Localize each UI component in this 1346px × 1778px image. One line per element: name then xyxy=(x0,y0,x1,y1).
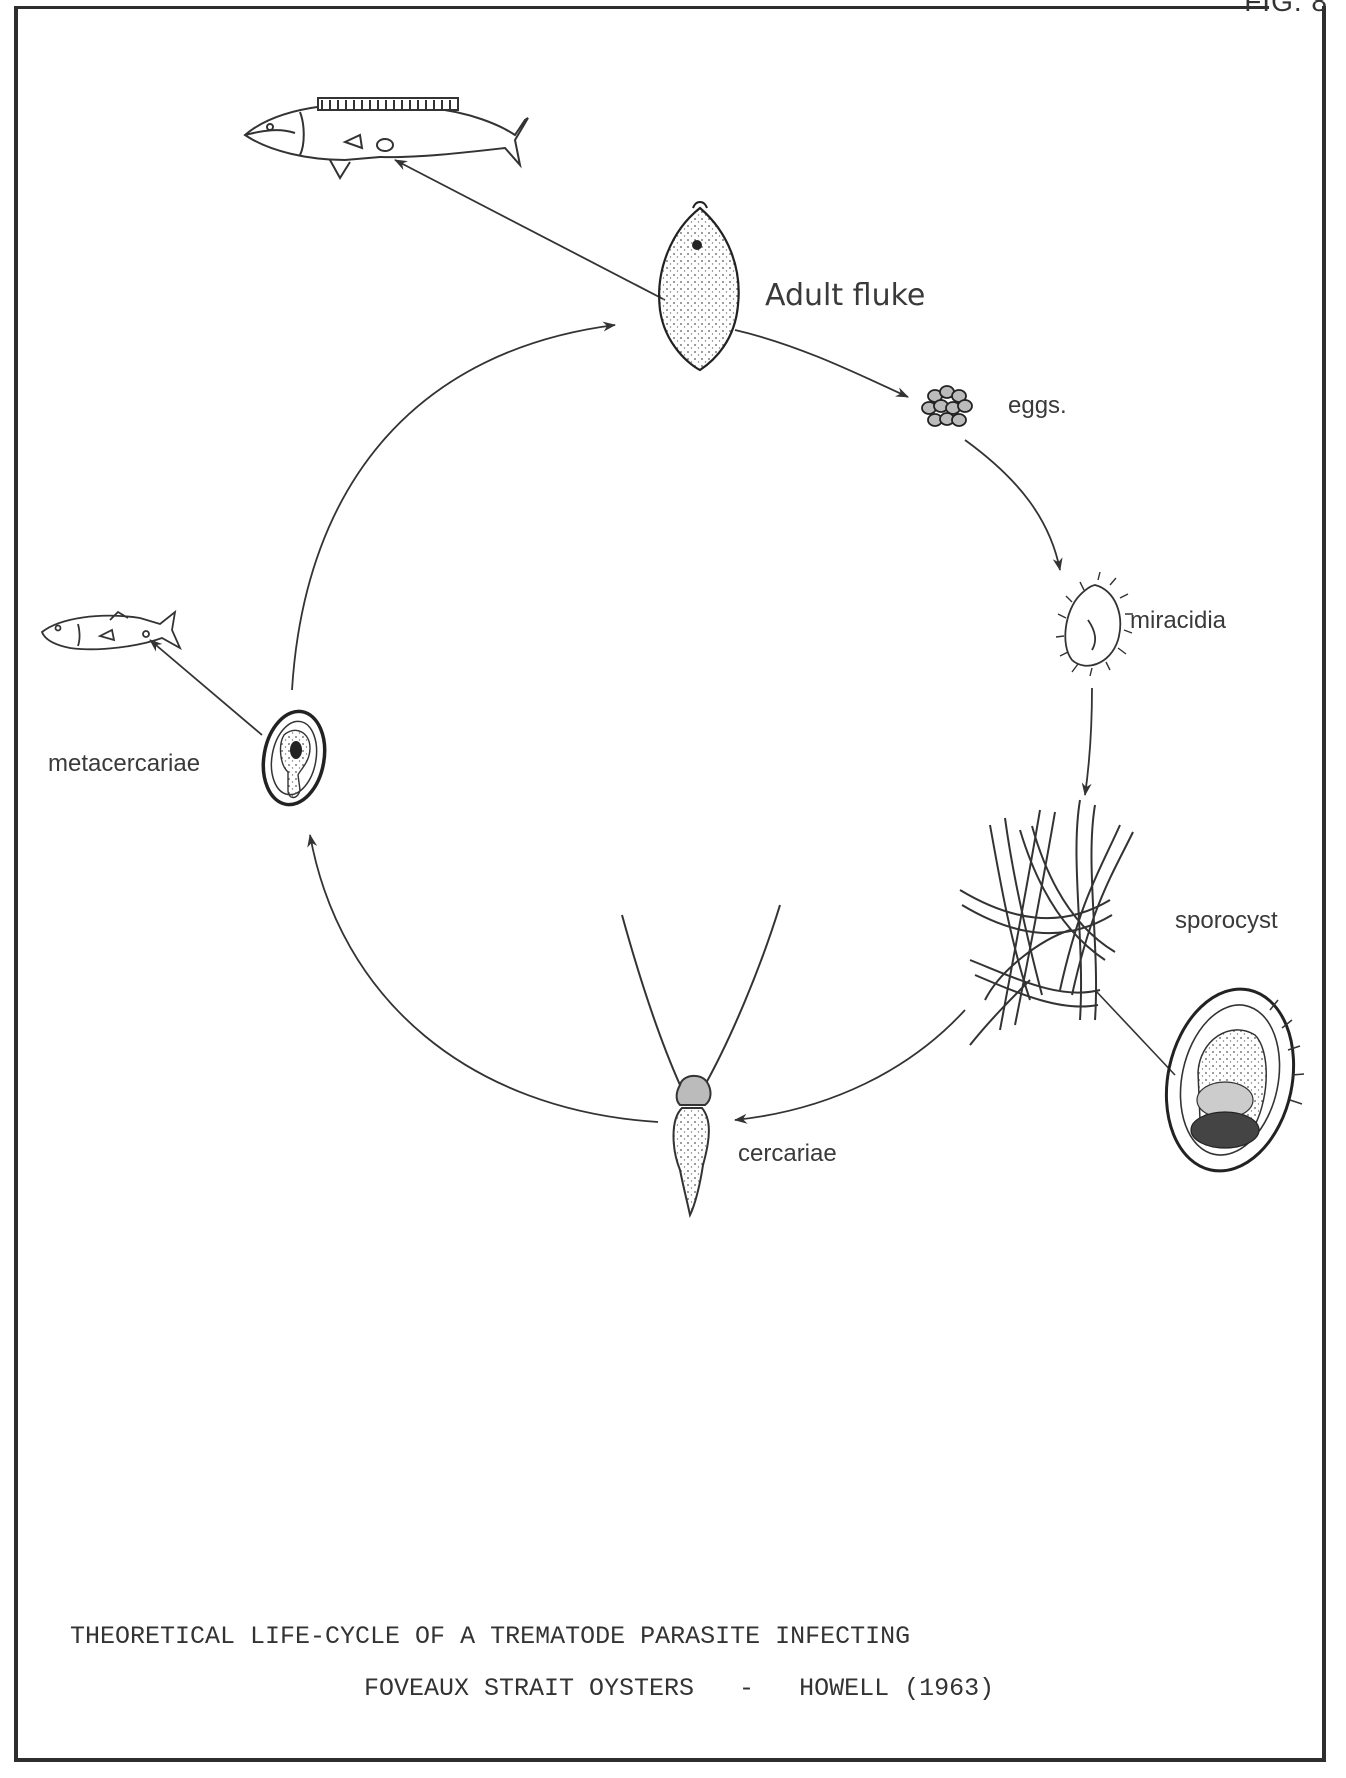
label-miracidia: miracidia xyxy=(1130,607,1226,635)
large-fish-icon xyxy=(245,98,528,178)
label-eggs: eggs. xyxy=(1008,392,1067,420)
metacercariae-icon xyxy=(256,707,331,810)
cycle-arrows xyxy=(150,160,1092,1122)
label-adult-fluke: Adult fluke xyxy=(765,278,925,313)
sporocyst-icon xyxy=(960,800,1133,1045)
arrow-metacercariae-to-small-fish xyxy=(150,640,262,735)
small-fish-icon xyxy=(42,612,180,649)
caption-line-1: THEORETICAL LIFE-CYCLE OF A TREMATODE PA… xyxy=(70,1622,910,1651)
cercariae-icon xyxy=(622,905,780,1215)
eggs-icon xyxy=(922,386,972,426)
arrow-eggs-to-miracidia xyxy=(965,440,1060,570)
label-sporocyst: sporocyst xyxy=(1175,907,1278,935)
arrow-adult-to-large-fish xyxy=(395,160,665,300)
caption-line-2: FOVEAUX STRAIT OYSTERS - HOWELL (1963) xyxy=(364,1674,994,1703)
miracidia-icon xyxy=(1056,572,1133,676)
arrow-cercariae-to-metacercariae xyxy=(310,835,658,1122)
arrow-sporocyst-to-cercariae xyxy=(735,1010,965,1120)
arrow-adult-to-eggs xyxy=(735,330,908,397)
sporocyst-section-icon xyxy=(1150,977,1310,1183)
label-metacercariae: metacercariae xyxy=(48,750,200,778)
label-cercariae: cercariae xyxy=(738,1140,837,1168)
arrow-miracidia-to-sporocyst xyxy=(1085,688,1092,795)
sporocyst-detail-connector xyxy=(1095,990,1175,1075)
adult-fluke-icon xyxy=(659,202,739,370)
arrow-metacercariae-to-adult xyxy=(292,325,615,690)
